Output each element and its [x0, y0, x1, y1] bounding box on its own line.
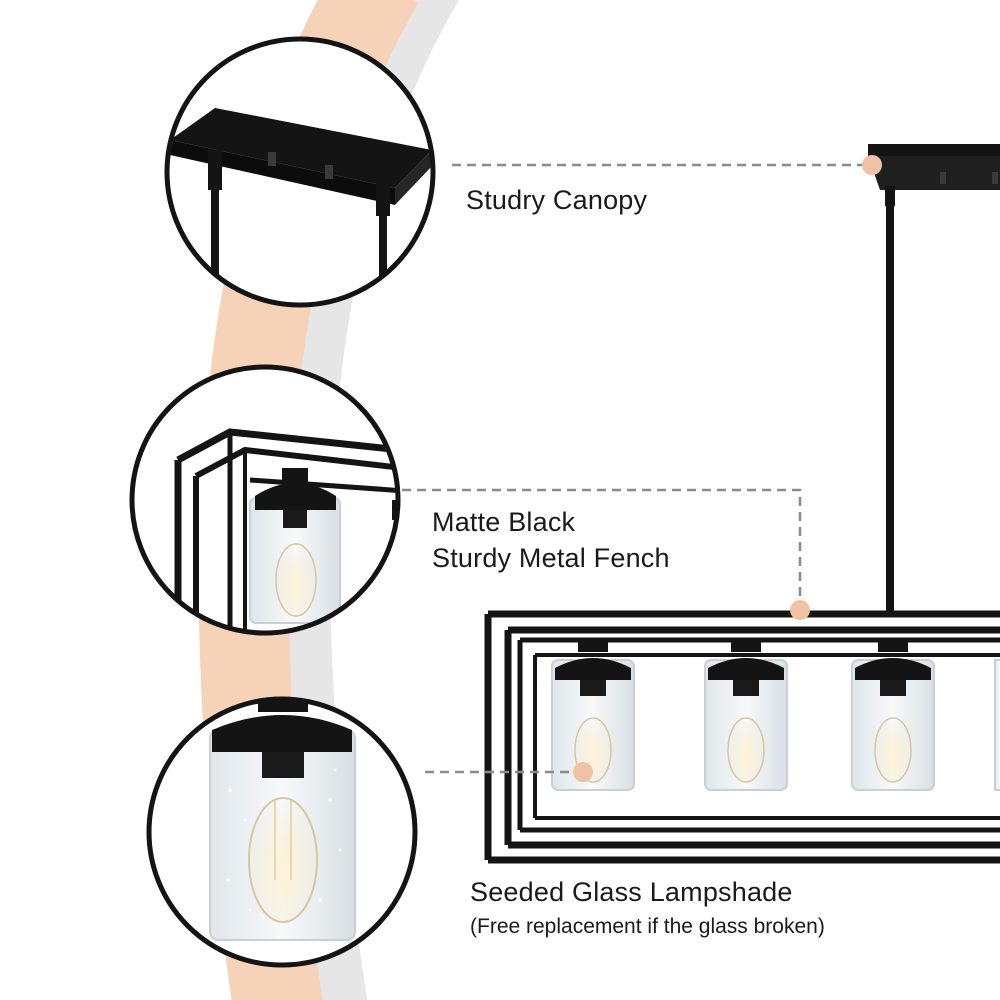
frame-label-line1: Matte Black	[432, 507, 576, 537]
canopy-detail-icon	[164, 36, 436, 308]
marker-dots	[573, 155, 882, 782]
marker-dot-canopy	[862, 155, 882, 175]
leader-line-frame	[402, 488, 802, 604]
glass-label: Seeded Glass Lampshade	[470, 877, 793, 907]
fixture-canopy-body	[868, 156, 1000, 190]
fixture-cage	[484, 610, 1000, 864]
fixture-canopy-screw	[940, 172, 946, 184]
leader-lines	[402, 163, 862, 774]
fixture-canopy-screw	[992, 172, 998, 184]
fixture-shade-4-edge	[994, 659, 1000, 791]
marker-dot-frame	[790, 600, 810, 620]
fixture-shade-3	[851, 640, 935, 791]
marker-dot-glass	[573, 762, 593, 782]
fixture-shade-1	[551, 640, 635, 791]
frame-label-line2: Sturdy Metal Fench	[432, 543, 670, 573]
glass-shade-detail-icon	[146, 696, 418, 968]
fixture-shade-2	[704, 640, 788, 791]
fixture-canopy-plate	[868, 144, 1000, 156]
fixture-stem-knuckle	[885, 186, 895, 206]
main-fixture	[484, 144, 1000, 864]
frame-detail-icon	[129, 364, 401, 636]
canopy-label: Studry Canopy	[466, 185, 648, 215]
glass-replacement-note: (Free replacement if the glass broken)	[470, 915, 825, 938]
